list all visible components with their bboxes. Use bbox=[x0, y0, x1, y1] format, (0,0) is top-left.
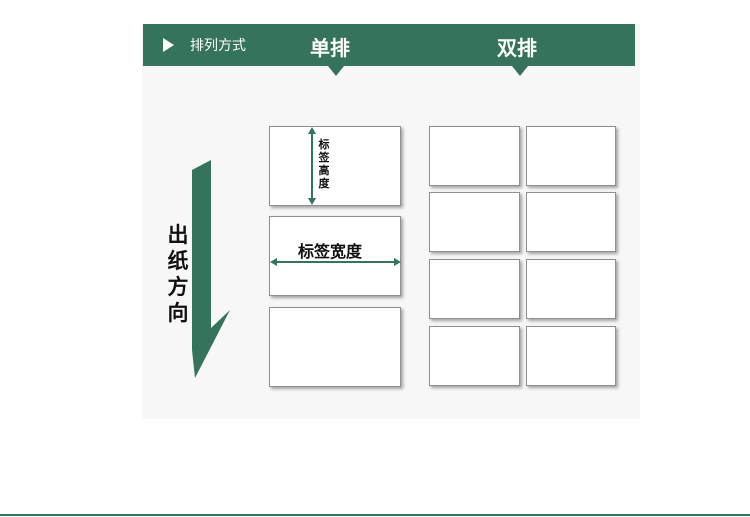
paper-direction-arrow-icon bbox=[192, 160, 230, 378]
single-row-pointer bbox=[328, 66, 344, 76]
single-label-3 bbox=[269, 307, 401, 387]
label-width-text: 标签宽度 bbox=[298, 242, 363, 261]
paper-direction-label: 出纸方向 bbox=[167, 223, 189, 325]
single-label-1 bbox=[269, 126, 401, 206]
double-label-1-right bbox=[526, 126, 616, 186]
single-label-2 bbox=[269, 216, 401, 296]
double-label-4-right bbox=[526, 326, 616, 386]
width-arrow-left-icon bbox=[270, 258, 277, 266]
double-label-3-left bbox=[429, 259, 520, 319]
double-label-4-left bbox=[429, 326, 520, 386]
height-arrow-bottom-icon bbox=[308, 198, 316, 205]
arrangement-mode-label: 排列方式 bbox=[190, 38, 246, 54]
double-label-2-left bbox=[429, 192, 520, 252]
play-icon bbox=[163, 38, 174, 52]
width-arrow-right-icon bbox=[394, 258, 401, 266]
double-row-label: 双排 bbox=[497, 36, 537, 60]
double-label-3-right bbox=[526, 259, 616, 319]
bottom-divider bbox=[0, 514, 750, 516]
label-height-text: 标签高度 bbox=[318, 138, 330, 190]
height-arrow-top-icon bbox=[308, 127, 316, 134]
double-label-2-right bbox=[526, 192, 616, 252]
double-label-1-left bbox=[429, 126, 520, 186]
header-bar bbox=[143, 24, 635, 66]
double-row-pointer bbox=[512, 66, 528, 76]
single-row-label: 单排 bbox=[310, 36, 350, 60]
